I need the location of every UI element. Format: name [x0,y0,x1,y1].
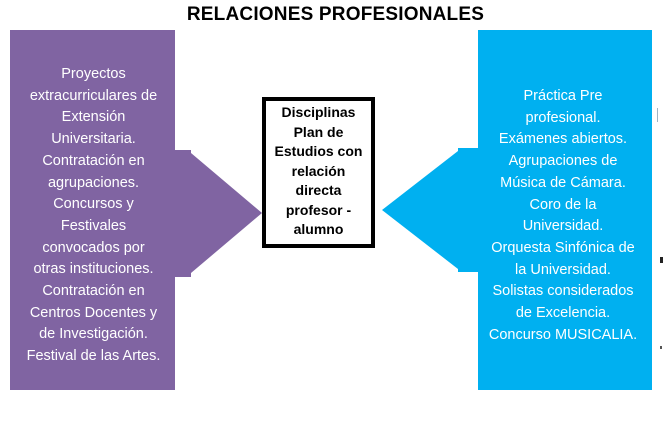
left-arrow-shape [10,30,262,390]
right-panel-text: Práctica Pre profesional. Exámenes abier… [488,88,638,343]
edge-mark-top [657,108,658,122]
edge-mark-middle [660,257,663,263]
edge-mark-bottom [660,346,662,349]
center-box: Disciplinas Plan de Estudios con relació… [262,97,375,248]
center-box-text: Disciplinas Plan de Estudios con relació… [274,104,363,237]
left-panel-text: Proyectos extracurriculares de Extensión… [26,66,161,365]
right-arrow-shape [382,30,652,390]
diagram-title: RELACIONES PROFESIONALES [186,4,485,25]
